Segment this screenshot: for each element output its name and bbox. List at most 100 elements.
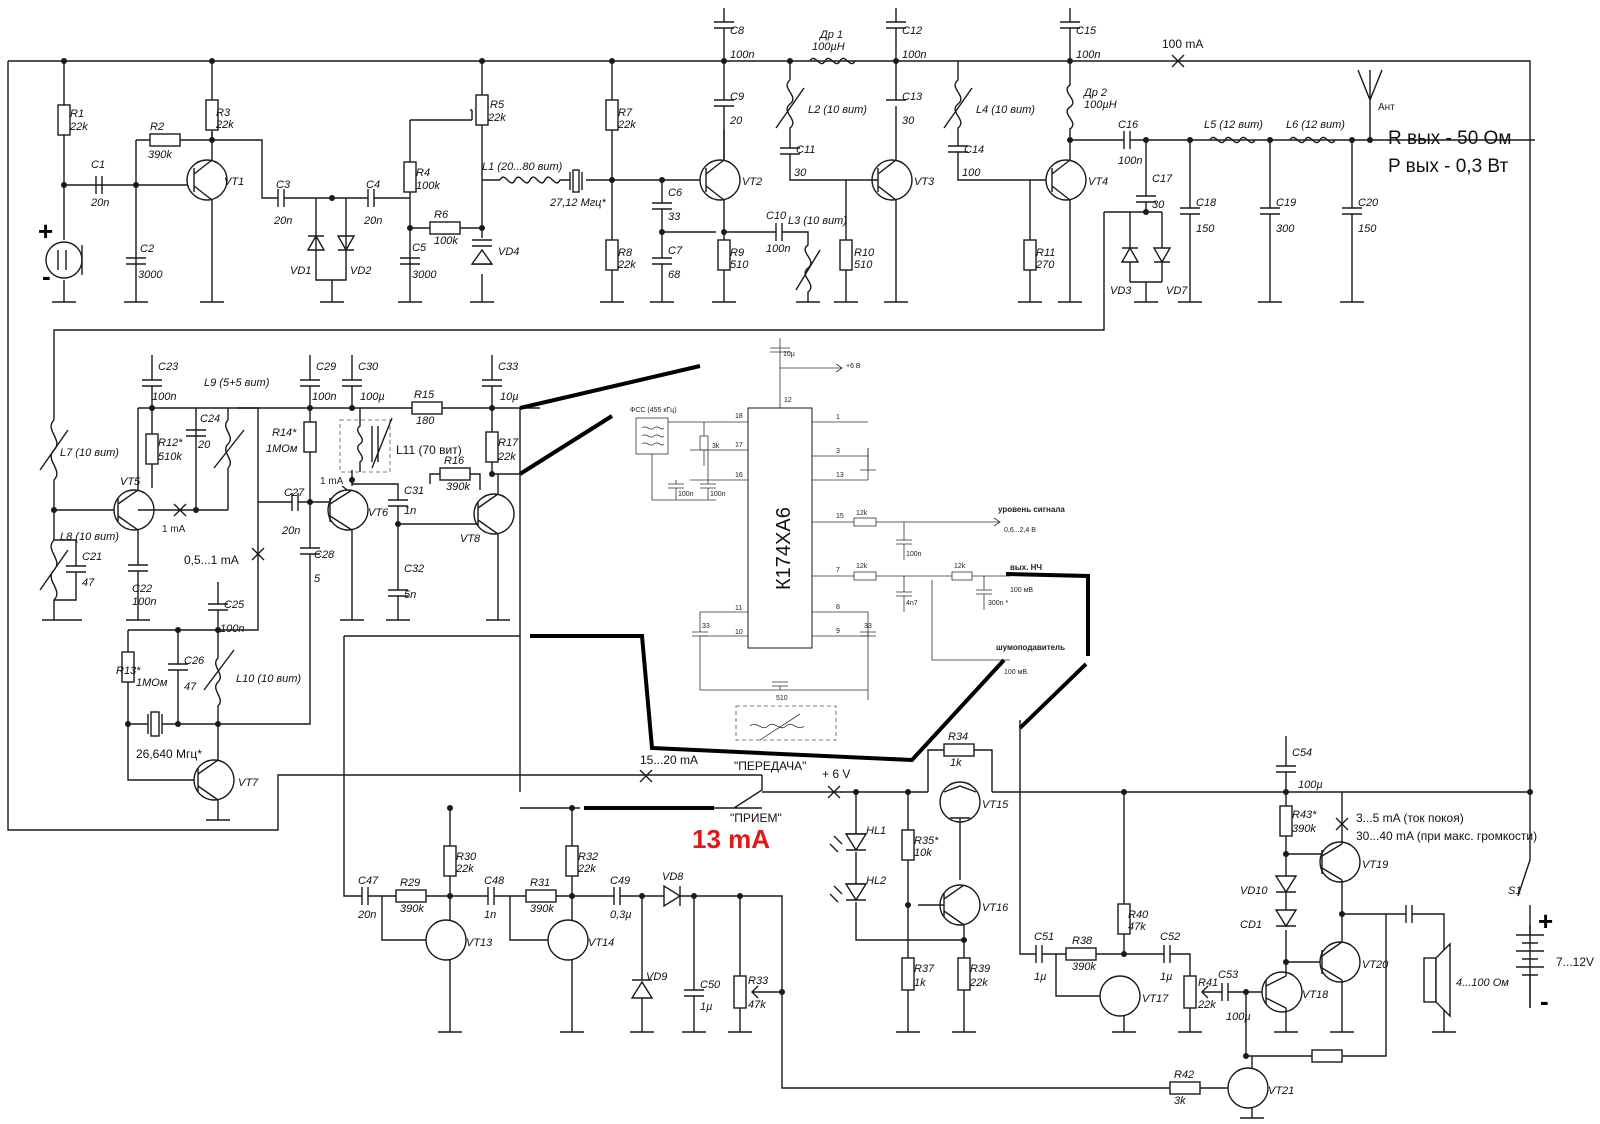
- l1-label: L1 (20...80 вит): [482, 161, 563, 173]
- hl2-label: HL2: [866, 875, 886, 887]
- cd1-label: VD4: [498, 246, 519, 258]
- r38: [1065, 947, 1097, 961]
- c7-ref: C7: [668, 245, 683, 257]
- supply-6v-label: + 6 V: [822, 767, 850, 781]
- dr1-label: Др 1: [818, 29, 843, 41]
- r2: [149, 133, 181, 147]
- r30-value: 22k: [455, 863, 474, 875]
- vt6-label: VT6: [368, 507, 389, 519]
- lf-out-label: вых. НЧ: [1010, 563, 1042, 572]
- c14-ref: C14: [964, 144, 984, 156]
- r42-ref: R43*: [1292, 809, 1317, 821]
- r3-value: 22k: [215, 119, 234, 131]
- vt8-label: VT8: [460, 533, 481, 545]
- battery-plus: +: [1538, 906, 1553, 936]
- l11-label: L11 (70 вит): [396, 443, 462, 457]
- vt1-label: VT1: [224, 176, 244, 188]
- vt13: [425, 919, 467, 961]
- l2-label: L2 (10 вит): [808, 104, 867, 116]
- c17-ref: C17: [1152, 173, 1173, 185]
- c51-value: 1µ: [1160, 971, 1172, 983]
- ic-k174xa6: К174ХА6 10µ +6 В 12 18 17 16 11 10 ФСС (…: [530, 338, 1090, 763]
- r2-value: 390k: [148, 149, 172, 161]
- vt21-label: VT21: [1268, 1085, 1294, 1097]
- c26-ref: C26: [184, 655, 205, 667]
- r29-value: 390k: [400, 903, 424, 915]
- c33-value: 10µ: [500, 391, 519, 403]
- r29-ref: R29: [400, 877, 420, 889]
- speaker-label: 4...100 Ом: [1456, 977, 1509, 989]
- c51-ref: C52: [1160, 931, 1180, 943]
- r4: [403, 161, 417, 193]
- c6-value: 33: [668, 211, 681, 223]
- ic-part-12k-b: 12k: [856, 563, 868, 570]
- r16: [439, 467, 471, 481]
- r30-ref: R30: [456, 851, 477, 863]
- r3-ref: R3: [216, 107, 231, 119]
- c13-value: 30: [902, 115, 915, 127]
- xtal2-label: 26,640 Мгц*: [136, 747, 202, 761]
- ic-pin-16: 16: [735, 472, 743, 479]
- ic-part-100n: 100n: [906, 551, 922, 558]
- receiver-section: L7 (10 вит) L8 (10 вит) C21 47 VT5 C22 1…: [39, 355, 701, 821]
- c23-ref: C23: [158, 361, 179, 373]
- vt18: [1261, 971, 1303, 1013]
- c50-value: 1µ: [1034, 971, 1046, 983]
- c29-ref: C29: [316, 361, 336, 373]
- c22-ref: C22: [132, 583, 152, 595]
- r37-ref: R39: [970, 963, 990, 975]
- r4-value: 100k: [416, 180, 440, 192]
- c11-ref: C11: [796, 144, 815, 156]
- c52-value: 100µ: [1226, 1011, 1251, 1023]
- vt4-label: VT4: [1088, 176, 1108, 188]
- l9-label: L9 (5+5 вит): [204, 377, 270, 389]
- fss-part-100n-a: 100n: [678, 491, 694, 498]
- r5-value: 22k: [487, 112, 506, 124]
- r39-ref: R40: [1128, 909, 1149, 921]
- c10-value: 100n: [766, 243, 790, 255]
- r10-value: 510: [854, 259, 873, 271]
- vd9-label: VD10: [1240, 885, 1268, 897]
- c31-ref: C31: [404, 485, 424, 497]
- dr2-value: 100µH: [1084, 99, 1117, 111]
- c2-value: 3000: [138, 269, 163, 281]
- r41-value: 3k: [1174, 1095, 1186, 1107]
- ic-part-12k-a: 12k: [856, 510, 868, 517]
- r33: [733, 975, 747, 1009]
- r15-value: 180: [416, 415, 435, 427]
- c31-value: 1n: [404, 505, 416, 517]
- r37: [957, 957, 971, 991]
- tx-switch-current: 15...20 mA: [640, 753, 698, 767]
- c5-value: 3000: [412, 269, 437, 281]
- c29-value: 100n: [312, 391, 336, 403]
- r10: [839, 239, 853, 271]
- vt6-current-label: 1 mA: [320, 476, 344, 487]
- r9-value: 510: [730, 259, 749, 271]
- vd10-label: CD1: [1240, 919, 1262, 931]
- r4-ref: R4: [416, 167, 430, 179]
- vd3-label: VD3: [1110, 285, 1132, 297]
- c23-value: 100n: [152, 391, 176, 403]
- c6-ref: C6: [668, 187, 683, 199]
- r7-value: 22k: [617, 119, 636, 131]
- vt14-label: VT14: [588, 937, 614, 949]
- squelch-label: шумоподавитель: [996, 643, 1065, 652]
- vt20: [1319, 941, 1361, 983]
- r35-value: 10k: [914, 847, 932, 859]
- c16-value: 100n: [1118, 155, 1142, 167]
- r34-ref: R34: [948, 731, 968, 743]
- vt19: [1319, 841, 1361, 883]
- r7: [605, 99, 619, 131]
- l10-label: L10 (10 вит): [236, 673, 301, 685]
- ic-part-510: 510: [776, 695, 788, 702]
- r16-ref: R16: [444, 455, 465, 467]
- c50-ref: C51: [1034, 931, 1054, 943]
- r43: [1311, 1049, 1343, 1063]
- ic-body: [747, 407, 813, 649]
- r11: [1023, 239, 1037, 271]
- r32-ref: R32: [578, 851, 598, 863]
- c3-value: 20n: [273, 215, 292, 227]
- ic-supply-cap: 10µ: [783, 351, 795, 358]
- c24-ref: C24: [200, 413, 220, 425]
